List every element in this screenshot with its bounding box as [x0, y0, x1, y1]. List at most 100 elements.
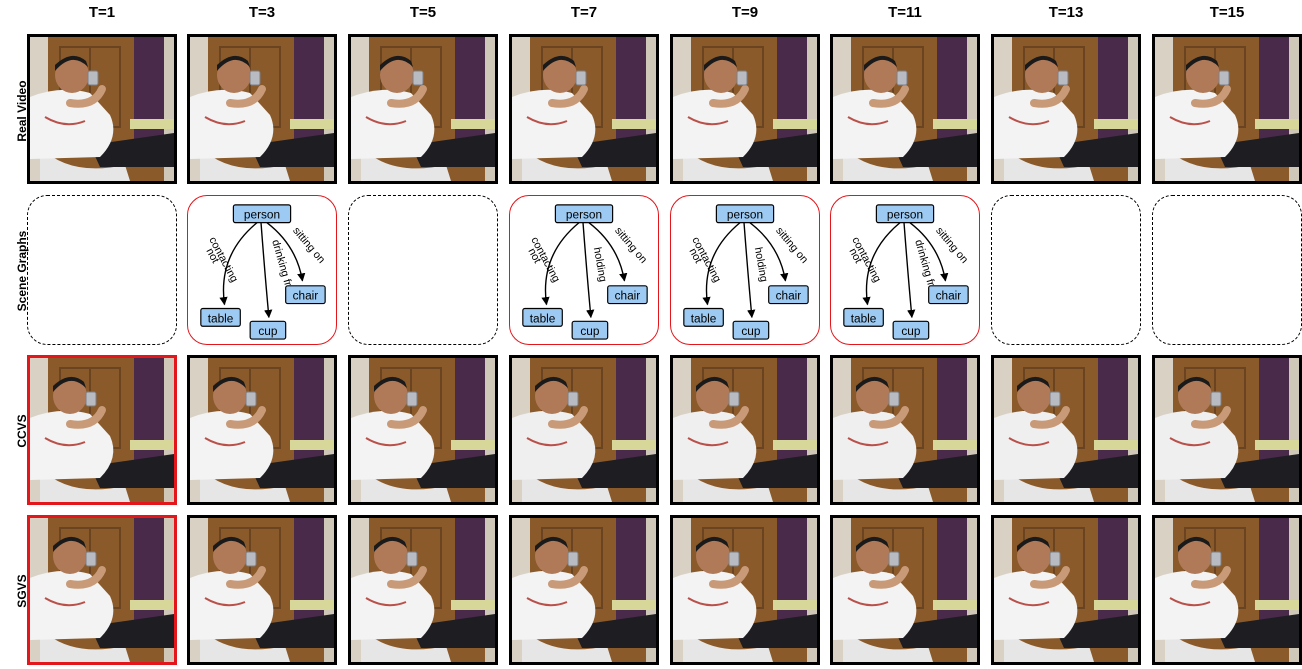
cup: [245, 551, 257, 567]
edge-person-chair: [749, 222, 789, 282]
arm: [226, 406, 266, 429]
shirt-print: [526, 597, 568, 607]
arm: [387, 566, 427, 589]
chair: [40, 628, 130, 662]
head: [1025, 57, 1059, 93]
cup: [412, 70, 424, 86]
chair: [683, 628, 773, 662]
real-video-frame-image-3: [512, 37, 656, 181]
scene-graph-empty-7: [1152, 195, 1302, 345]
ccvs-frame-image-3: [512, 358, 656, 502]
table: [612, 600, 656, 610]
head: [374, 378, 408, 414]
purple-curtain: [134, 37, 164, 147]
arm: [709, 85, 749, 108]
purple-curtain: [937, 358, 967, 468]
cup: [888, 391, 900, 407]
trousers: [1215, 614, 1299, 648]
trousers: [411, 614, 495, 648]
trousers: [893, 454, 977, 488]
node-table-label: table: [851, 311, 877, 325]
hair: [535, 536, 568, 552]
node-table: table: [522, 307, 563, 327]
real-video-frame-image-2: [351, 37, 495, 181]
head: [696, 538, 730, 574]
head: [543, 57, 577, 93]
trousers: [572, 614, 656, 648]
column-header-t15: T=15: [1209, 4, 1245, 21]
column-header-t13: T=13: [1048, 4, 1084, 21]
table: [130, 600, 174, 610]
node-person-label: person: [244, 208, 280, 222]
head: [856, 538, 890, 574]
head: [535, 538, 569, 574]
scene-graph-empty-0: [27, 195, 177, 345]
hair: [53, 376, 86, 392]
arm: [66, 406, 106, 429]
trousers: [733, 133, 817, 167]
real-video-frame-1: [187, 34, 337, 184]
head: [535, 378, 569, 414]
node-chair: chair: [928, 285, 969, 305]
node-table: table: [683, 307, 724, 327]
edge-label-middle: holding: [591, 246, 609, 283]
cup: [406, 391, 418, 407]
trousers: [411, 133, 495, 167]
purple-curtain: [134, 358, 164, 468]
head: [696, 378, 730, 414]
hair: [1025, 55, 1058, 71]
purple-curtain: [294, 37, 324, 147]
real-video-frame-2: [348, 34, 498, 184]
edge-person-chair: [588, 222, 628, 282]
shirt-print: [44, 116, 86, 126]
cup: [1049, 551, 1061, 567]
cup: [888, 551, 900, 567]
shirt-print: [526, 437, 568, 447]
node-cup: cup: [732, 320, 770, 340]
ccvs-frame-image-6: [994, 358, 1138, 502]
head: [213, 538, 247, 574]
head: [213, 378, 247, 414]
hair: [696, 376, 729, 392]
hair: [1017, 376, 1050, 392]
node-table: table: [843, 307, 884, 327]
hair: [864, 55, 897, 71]
arm: [548, 406, 588, 429]
table: [933, 119, 977, 129]
ccvs-frame-5: [830, 355, 980, 505]
ccvs-frame-3: [509, 355, 659, 505]
cup: [85, 551, 97, 567]
edge-person-cup: [582, 222, 595, 319]
real-video-frame-image-6: [994, 37, 1138, 181]
node-person-label: person: [566, 208, 602, 222]
hair: [856, 536, 889, 552]
shirt-print: [687, 597, 729, 607]
chair: [1004, 147, 1094, 181]
hair: [856, 376, 889, 392]
node-cup: cup: [249, 320, 287, 340]
head: [1178, 538, 1212, 574]
cup: [249, 70, 261, 86]
edge-person-table: [702, 222, 741, 306]
shirt-print: [365, 597, 407, 607]
table: [451, 600, 495, 610]
node-chair: chair: [285, 285, 326, 305]
cup: [406, 551, 418, 567]
sgvs-frame-2: [348, 515, 498, 665]
node-table: table: [200, 307, 241, 327]
shirt-print: [1169, 437, 1211, 447]
node-person: person: [715, 204, 775, 224]
real-video-frame-image-4: [673, 37, 817, 181]
chair: [361, 628, 451, 662]
chair: [40, 468, 130, 502]
head: [374, 538, 408, 574]
cup: [567, 551, 579, 567]
node-table-label: table: [691, 311, 717, 325]
node-table-label: table: [530, 311, 556, 325]
cup: [1049, 391, 1061, 407]
shirt-print: [847, 437, 889, 447]
arm: [1030, 406, 1070, 429]
head: [704, 57, 738, 93]
